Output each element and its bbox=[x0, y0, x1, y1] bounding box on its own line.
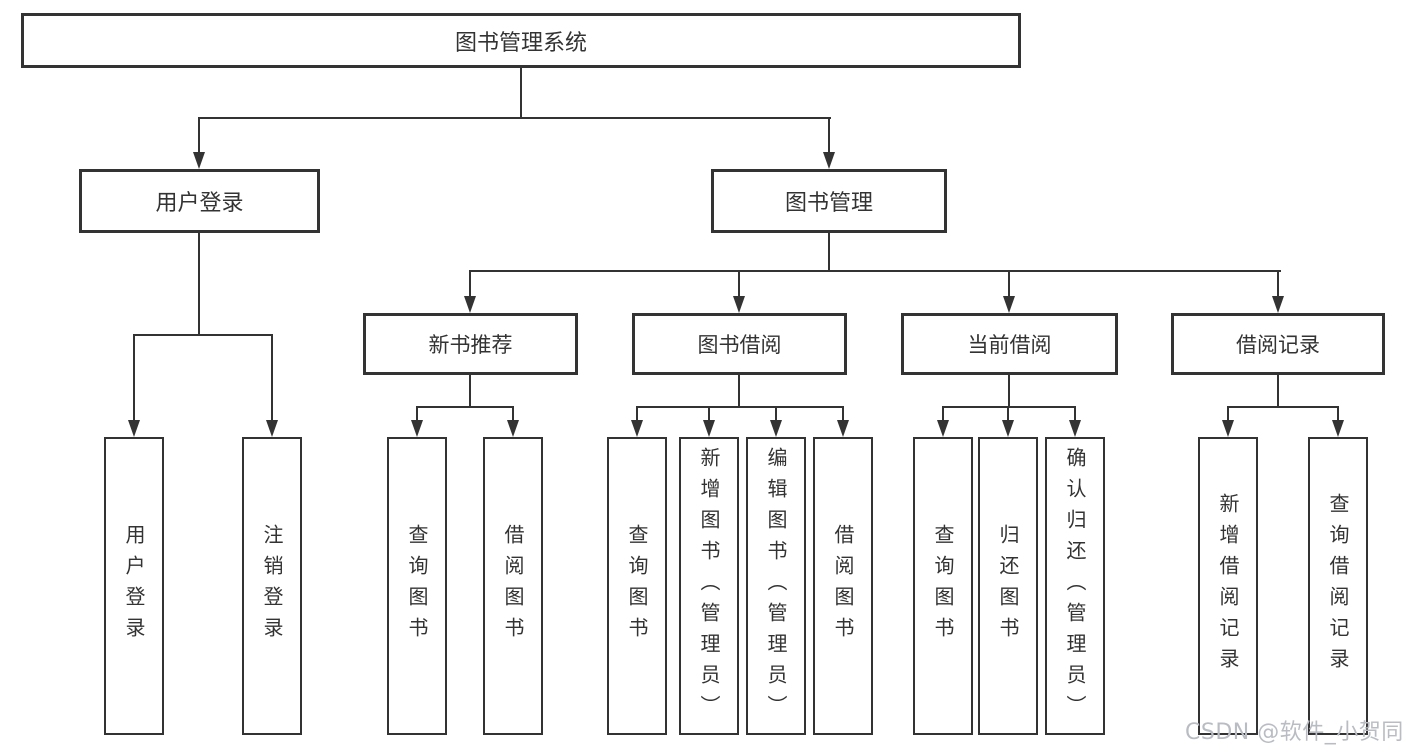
connector-line bbox=[1337, 406, 1339, 422]
connector-line bbox=[271, 334, 273, 422]
connector-line bbox=[828, 117, 830, 153]
connector-line bbox=[469, 375, 471, 408]
arrow-down-icon bbox=[193, 152, 205, 169]
node-book-borrowing: 图书借阅 bbox=[632, 313, 847, 375]
connector-line bbox=[1008, 270, 1010, 298]
arrow-down-icon bbox=[507, 420, 519, 437]
connector-line bbox=[708, 406, 710, 422]
arrow-down-icon bbox=[411, 420, 423, 437]
arrow-down-icon bbox=[1272, 296, 1284, 313]
leaf-label: 查询图书 bbox=[625, 524, 649, 648]
arrow-down-icon bbox=[266, 420, 278, 437]
connector-line bbox=[775, 406, 777, 422]
node-confirm-return-admin: 确认归还（管理员） bbox=[1045, 437, 1105, 735]
arrow-down-icon bbox=[1069, 420, 1081, 437]
connector-line bbox=[198, 117, 831, 119]
connector-line bbox=[198, 233, 200, 336]
connector-line bbox=[1277, 270, 1279, 298]
arrow-down-icon bbox=[1222, 420, 1234, 437]
connector-line bbox=[1227, 406, 1229, 422]
arrow-down-icon bbox=[937, 420, 949, 437]
node-add-borrow-record: 新增借阅记录 bbox=[1198, 437, 1258, 735]
leaf-label: 归还图书 bbox=[996, 524, 1020, 648]
connector-line bbox=[469, 270, 471, 298]
connector-line bbox=[1007, 406, 1009, 422]
arrow-down-icon bbox=[1003, 296, 1015, 313]
connector-line bbox=[738, 270, 740, 298]
node-query-books-recommend: 查询图书 bbox=[387, 437, 447, 735]
leaf-label: 借阅图书 bbox=[831, 524, 855, 648]
connector-line bbox=[1227, 406, 1339, 408]
connector-line bbox=[1008, 375, 1010, 408]
csdn-watermark: CSDN @软件_小贺同学 bbox=[1185, 720, 1405, 745]
leaf-label: 编辑图书（管理员） bbox=[764, 446, 788, 726]
connector-line bbox=[636, 406, 638, 422]
connector-line bbox=[416, 406, 418, 422]
connector-line bbox=[133, 334, 273, 336]
arrow-down-icon bbox=[703, 420, 715, 437]
connector-line bbox=[1277, 375, 1279, 408]
node-add-book-admin: 新增图书（管理员） bbox=[679, 437, 739, 735]
node-user-login: 用户登录 bbox=[79, 169, 320, 233]
arrow-down-icon bbox=[464, 296, 476, 313]
connector-line bbox=[198, 117, 200, 153]
leaf-label: 查询图书 bbox=[405, 524, 429, 648]
leaf-label: 查询借阅记录 bbox=[1326, 493, 1350, 679]
node-user-login-leaf: 用户登录 bbox=[104, 437, 164, 735]
connector-line bbox=[1074, 406, 1076, 422]
leaf-label: 新增图书（管理员） bbox=[697, 446, 721, 726]
connector-line bbox=[520, 68, 522, 119]
node-return-book: 归还图书 bbox=[978, 437, 1038, 735]
leaf-label: 注销登录 bbox=[260, 524, 284, 648]
node-query-books-current: 查询图书 bbox=[913, 437, 973, 735]
arrow-down-icon bbox=[1002, 420, 1014, 437]
connector-line bbox=[636, 406, 844, 408]
connector-line bbox=[133, 334, 135, 422]
leaf-label: 查询图书 bbox=[931, 524, 955, 648]
connector-line bbox=[842, 406, 844, 422]
node-logout: 注销登录 bbox=[242, 437, 302, 735]
leaf-label: 借阅图书 bbox=[501, 524, 525, 648]
connector-line bbox=[416, 406, 514, 408]
arrow-down-icon bbox=[631, 420, 643, 437]
node-query-books-borrow: 查询图书 bbox=[607, 437, 667, 735]
node-new-book-recommend: 新书推荐 bbox=[363, 313, 578, 375]
leaf-label: 新增借阅记录 bbox=[1216, 493, 1240, 679]
leaf-label: 用户登录 bbox=[122, 524, 146, 648]
arrow-down-icon bbox=[823, 152, 835, 169]
node-book-management: 图书管理 bbox=[711, 169, 947, 233]
arrow-down-icon bbox=[128, 420, 140, 437]
node-edit-book-admin: 编辑图书（管理员） bbox=[746, 437, 806, 735]
connector-line bbox=[469, 270, 1281, 272]
arrow-down-icon bbox=[770, 420, 782, 437]
connector-line bbox=[512, 406, 514, 422]
connector-line bbox=[942, 406, 944, 422]
node-query-borrow-record: 查询借阅记录 bbox=[1308, 437, 1368, 735]
node-borrow-books-borrow: 借阅图书 bbox=[813, 437, 873, 735]
connector-line bbox=[942, 406, 1076, 408]
connector-line bbox=[828, 233, 830, 272]
node-library-system: 图书管理系统 bbox=[21, 13, 1021, 68]
leaf-label: 确认归还（管理员） bbox=[1063, 446, 1087, 726]
arrow-down-icon bbox=[733, 296, 745, 313]
connector-line bbox=[738, 375, 740, 408]
node-borrow-books-recommend: 借阅图书 bbox=[483, 437, 543, 735]
node-borrowing-records: 借阅记录 bbox=[1171, 313, 1385, 375]
node-current-borrowing: 当前借阅 bbox=[901, 313, 1118, 375]
arrow-down-icon bbox=[837, 420, 849, 437]
arrow-down-icon bbox=[1332, 420, 1344, 437]
